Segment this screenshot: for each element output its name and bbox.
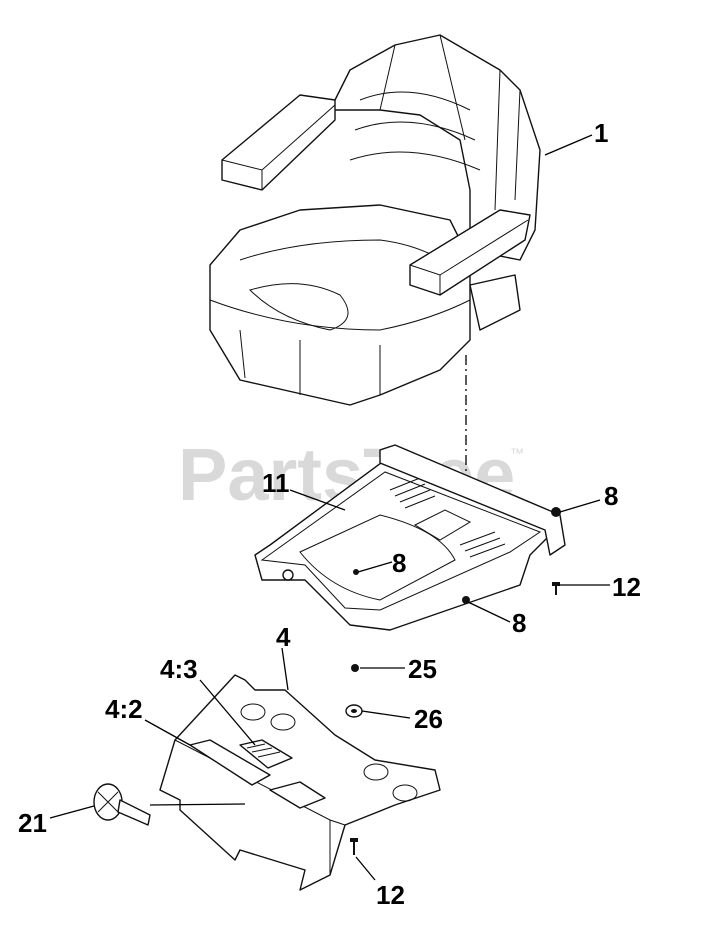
callout-12-bottom[interactable]: 12 <box>376 880 405 910</box>
leader-lines <box>49 134 610 881</box>
callout-8-center[interactable]: 8 <box>392 548 406 578</box>
callout-11[interactable]: 11 <box>262 468 290 498</box>
callout-4-3[interactable]: 4:3 <box>160 654 198 684</box>
seat-support-part[interactable] <box>159 674 441 891</box>
seat-pan-part[interactable] <box>254 444 566 631</box>
callout-8-top[interactable]: 8 <box>604 481 618 511</box>
callout-12-top[interactable]: 12 <box>612 572 641 602</box>
callout-25[interactable]: 25 <box>408 654 437 684</box>
bolt-icon[interactable] <box>552 582 560 595</box>
callout-4[interactable]: 4 <box>276 622 291 652</box>
watermark-trademark: ™ <box>510 445 524 461</box>
callout-26[interactable]: 26 <box>414 704 443 734</box>
key-part[interactable] <box>93 783 151 826</box>
nut-icon[interactable] <box>551 507 561 517</box>
bolt-lower-icon[interactable] <box>350 838 358 855</box>
callout-4-2[interactable]: 4:2 <box>105 694 143 724</box>
callout-8-bottom[interactable]: 8 <box>512 608 526 638</box>
callout-1[interactable]: 1 <box>594 118 608 148</box>
callouts: 1 11 8 8 8 12 4 4:3 4:2 25 26 21 12 <box>18 118 641 910</box>
callout-21[interactable]: 21 <box>18 808 47 838</box>
washer-small-icon[interactable] <box>351 664 359 672</box>
seat-part[interactable] <box>209 34 541 406</box>
